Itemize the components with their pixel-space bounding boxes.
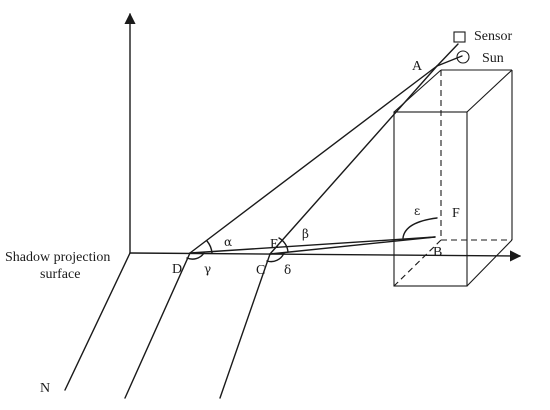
north-axis <box>64 252 131 391</box>
ground-line-d <box>124 252 191 399</box>
angle-arc-delta <box>266 252 285 263</box>
angle-delta-label: δ <box>284 263 291 277</box>
angle-arc-epsilon <box>402 217 438 239</box>
sun-label: Sun <box>482 51 504 66</box>
angle-epsilon-label: ε <box>414 204 420 218</box>
shadow-line-d-b <box>189 236 436 254</box>
building-bottom-right <box>466 239 513 287</box>
sensor-icon <box>453 31 466 43</box>
angle-alpha-label: α <box>224 235 232 249</box>
building-top-back-right <box>466 69 513 113</box>
shadow-line-c-b <box>269 236 436 255</box>
ray-a-to-c <box>269 65 438 255</box>
north-label: N <box>40 381 50 396</box>
point-a-label: A <box>412 59 423 74</box>
angle-beta-label: β <box>302 227 309 241</box>
building-hidden-bottom-left <box>393 239 442 287</box>
surface-label-line1: Shadow projection <box>5 250 110 265</box>
building-box <box>393 69 513 287</box>
point-b-label: B <box>433 245 442 260</box>
horizontal-axis <box>129 250 522 262</box>
point-c-label: C <box>256 263 265 278</box>
ground-line-c <box>219 253 271 399</box>
ray-a-to-d <box>189 65 438 254</box>
angle-arc-gamma <box>186 252 205 260</box>
point-f-label: F <box>452 206 460 221</box>
sensor-label: Sensor <box>474 29 512 44</box>
surface-label-line2: surface <box>40 267 80 282</box>
sun-ray <box>436 55 463 67</box>
angle-gamma-label: γ <box>204 262 211 276</box>
point-e-label: E <box>270 237 279 252</box>
angle-arc-alpha <box>206 240 213 254</box>
building-front-face <box>393 111 468 287</box>
point-d-label: D <box>172 262 182 277</box>
sensor-ray <box>436 43 459 67</box>
angle-arc-beta <box>278 237 289 253</box>
sun-icon <box>456 50 470 64</box>
